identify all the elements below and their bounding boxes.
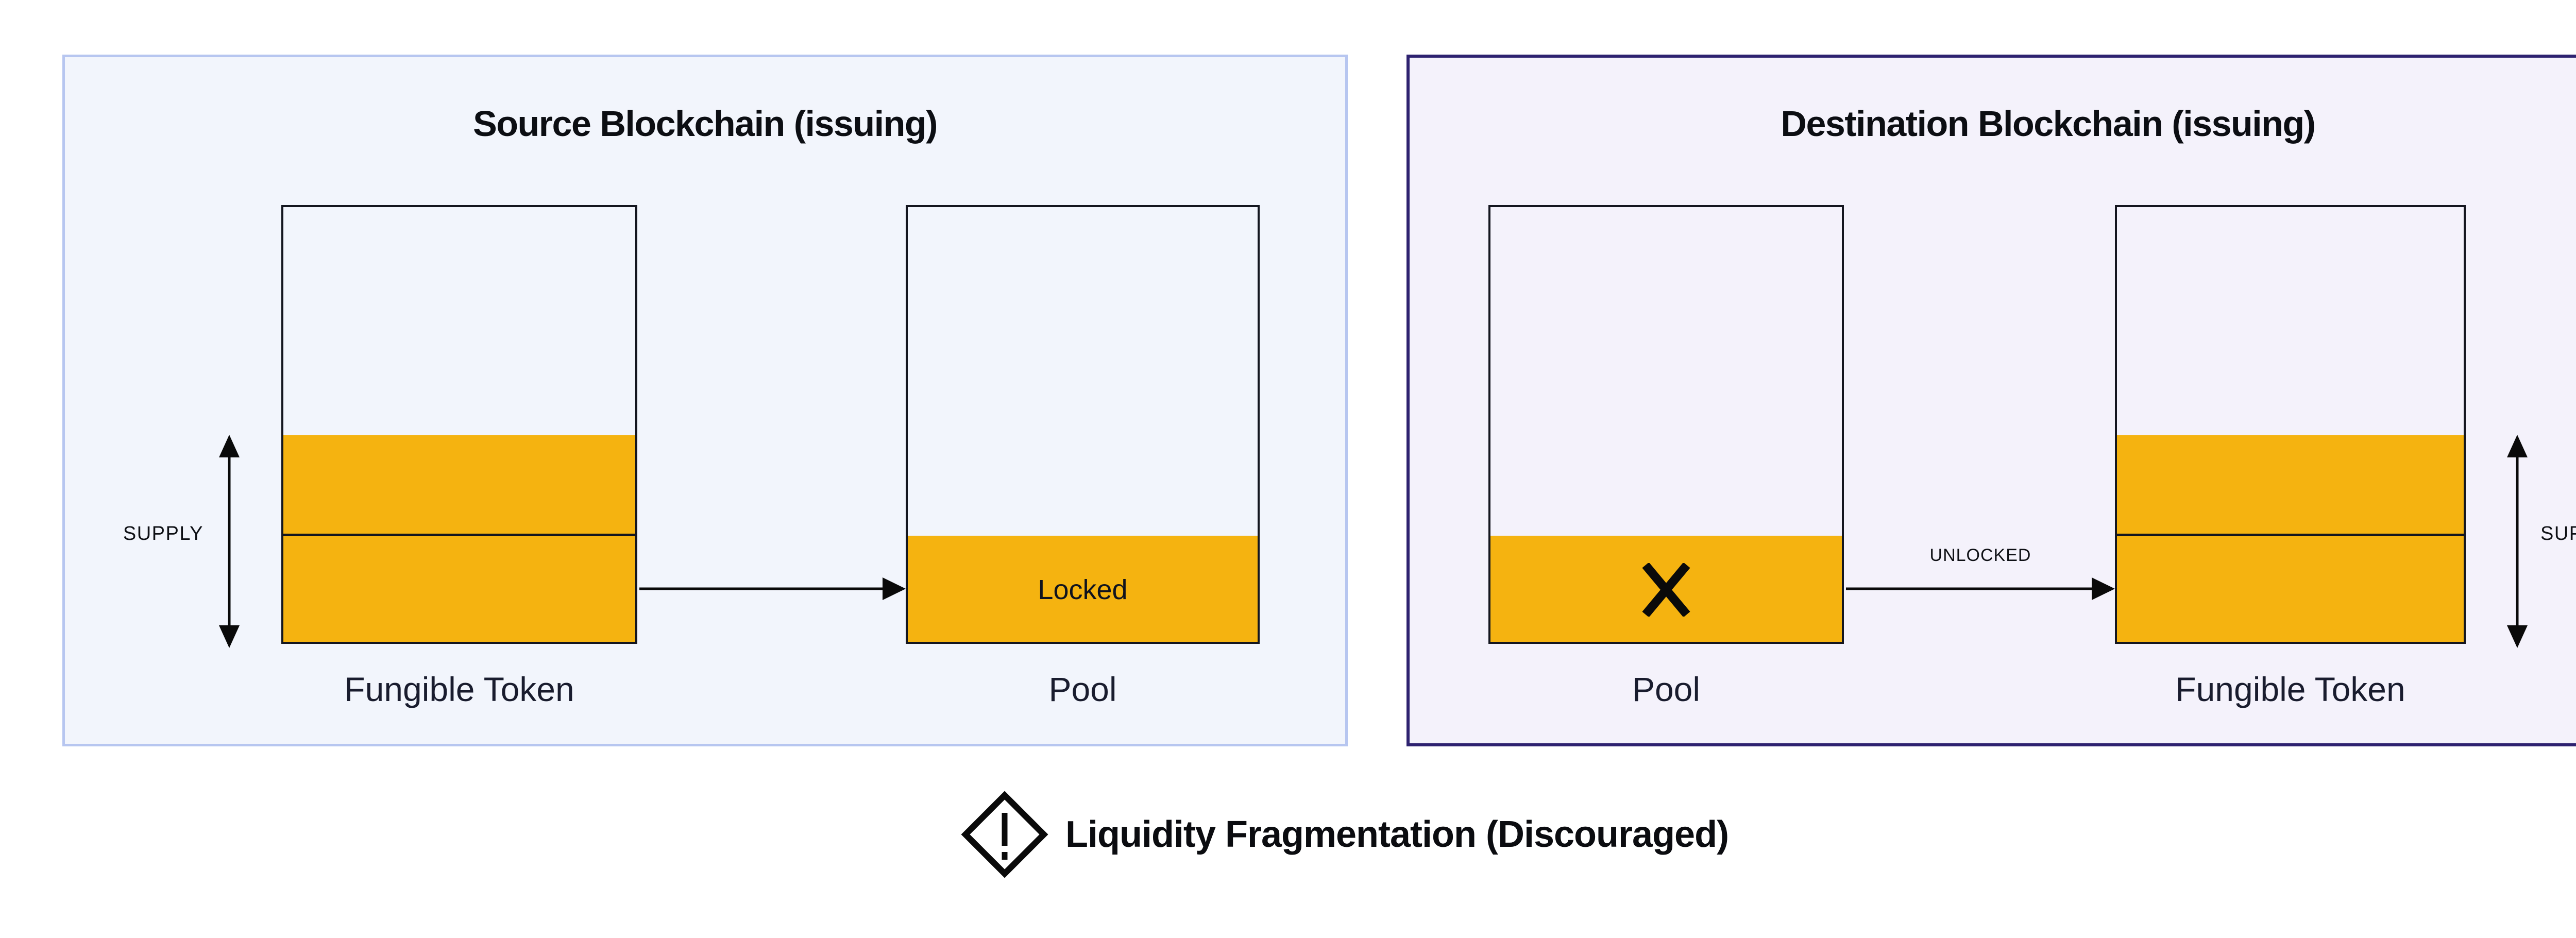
transfer-arrow-icon — [1846, 571, 2115, 607]
unlocked-arrow-label: UNLOCKED — [1929, 545, 2031, 565]
source-pool-label: Pool — [1048, 670, 1117, 708]
supply-range-icon — [2494, 435, 2540, 648]
source-fungible-segment-divider — [281, 534, 637, 536]
source-pool-locked-fill: Locked — [906, 536, 1260, 644]
destination-supply-label: SUPPLY — [2540, 522, 2576, 544]
source-pool-bar — [906, 205, 1260, 644]
source-fungible-token-bar — [281, 205, 637, 644]
source-supply-label: SUPPLY — [123, 522, 204, 544]
destination-panel-title: Destination Blockchain (issuing) — [1781, 104, 2316, 144]
locked-label: Locked — [1038, 574, 1128, 605]
source-fungible-token-label: Fungible Token — [344, 670, 574, 708]
caption-text: Liquidity Fragmentation (Discouraged) — [1065, 814, 1729, 855]
source-fungible-supply-fill — [281, 435, 637, 644]
destination-fungible-supply-fill — [2115, 435, 2466, 644]
destination-fungible-token-label: Fungible Token — [2175, 670, 2405, 708]
supply-range-icon — [206, 435, 252, 648]
transfer-arrow-icon — [639, 571, 906, 607]
destination-fungible-token-bar — [2115, 205, 2466, 644]
destination-fungible-segment-divider — [2115, 534, 2466, 536]
alert-diamond-icon — [959, 789, 1050, 880]
destination-pool-bar — [1488, 205, 1844, 644]
source-panel-title: Source Blockchain (issuing) — [473, 104, 938, 144]
cross-icon — [1640, 563, 1692, 617]
destination-pool-label: Pool — [1632, 670, 1701, 708]
